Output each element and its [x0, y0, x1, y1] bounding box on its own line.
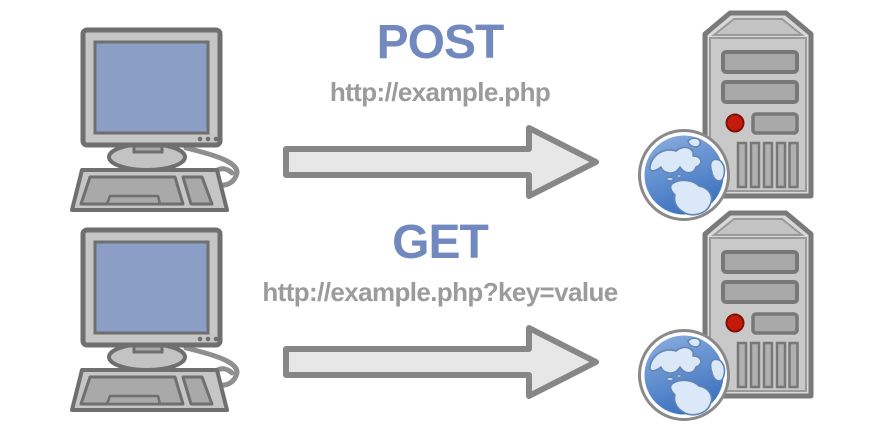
desktop-computer-icon [50, 216, 240, 416]
request-url-label: http://example.php?key=value [262, 277, 618, 307]
right-arrow-icon [276, 322, 606, 402]
globe-icon [636, 327, 732, 423]
request-url-label: http://example.php [329, 77, 551, 107]
desktop-computer-icon [50, 16, 240, 216]
get-request-row: GET http://example.php?key=value [0, 200, 880, 440]
right-arrow-icon [276, 122, 606, 202]
http-method-label: POST [376, 16, 505, 69]
http-method-label: GET [392, 216, 489, 269]
post-request-row: POST http://example.php [0, 0, 880, 240]
